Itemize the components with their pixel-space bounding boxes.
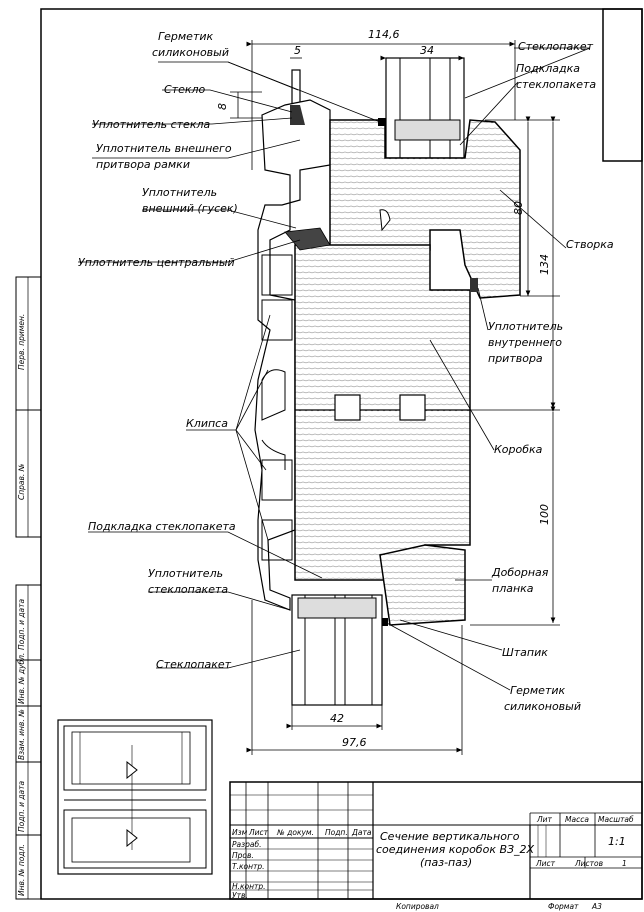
label-glass-pad-right-1: Подкладка [516, 62, 580, 75]
label-glass-unit-bottom: Стеклопакет [156, 658, 232, 671]
tb-sheet: Лист [535, 859, 556, 868]
label-extra-plank-1: Доборная [491, 566, 549, 579]
label-glass: Стекло [164, 83, 206, 96]
footer-copied: Копировал [396, 902, 439, 911]
dim-5: 5 [294, 44, 301, 57]
label-box: Коробка [494, 443, 543, 456]
inner-seal [470, 278, 478, 292]
dim-34: 34 [420, 44, 434, 57]
tb-mass: Масса [565, 815, 589, 824]
dim-80: 80 [512, 201, 525, 215]
strip-label-7: Инв. № подл. [17, 844, 26, 896]
cross-section [254, 57, 521, 706]
callout-labels: Герметик силиконовый Стекло Уплотнитель … [78, 30, 614, 713]
label-outer-seal-frame-2: притвора рамки [96, 158, 190, 171]
side-strip: Перв. примен. Справ. № Подп. и дата Инв.… [15, 276, 42, 900]
tb-sheets: Листов [574, 859, 603, 868]
label-outer-seal-frame-1: Уплотнитель внешнего [96, 142, 232, 155]
title-block [229, 781, 643, 900]
central-seal [284, 227, 331, 251]
label-clips: Клипса [186, 417, 228, 430]
dim-114-6: 114,6 [368, 28, 400, 41]
tb-header-doc: № докум. [276, 828, 314, 837]
tb-row-developed: Разраб. [232, 840, 261, 849]
label-sealant-top-2: силиконовый [152, 46, 229, 59]
footer: Копировал Формат A3 [396, 902, 602, 911]
dim-8: 8 [216, 103, 229, 110]
glass-seal [290, 105, 305, 125]
label-glass-unit-seal-2: стеклопакета [148, 583, 228, 596]
dim-134: 134 [538, 254, 551, 275]
dimension-values: 114,6 5 34 8 80 134 100 42 97,6 [216, 28, 551, 749]
tb-title-3: (паз-паз) [420, 856, 472, 869]
sealant-top [378, 118, 386, 126]
label-inner-seal-1: Уплотнитель [488, 320, 563, 333]
label-sealant-bottom-1: Герметик [510, 684, 566, 697]
arrow-down-icon [126, 760, 138, 780]
dim-42: 42 [330, 712, 344, 725]
tb-scale-value: 1:1 [608, 835, 626, 848]
label-sealant-top-1: Герметик [158, 30, 214, 43]
label-central-seal: Уплотнитель центральный [78, 256, 235, 269]
tb-title-1: Сечение вертикального [380, 830, 520, 843]
tb-row-tcontrol: Т.контр. [232, 862, 265, 871]
label-outer-seal-gusek-2: внешний (гусек) [142, 202, 238, 215]
glass-unit-top [385, 57, 465, 159]
strip-label-3: Подп. и дата [17, 599, 26, 650]
box-wood [294, 244, 471, 581]
footer-format: Формат [548, 902, 579, 911]
tb-header-list: Лист [248, 828, 269, 837]
strip-label-1: Перв. примен. [17, 314, 26, 370]
label-outer-seal-gusek-1: Уплотнитель [142, 186, 217, 199]
label-inner-seal-2: внутреннего [488, 336, 562, 349]
tb-title-2: соединения коробок ВЗ_2Х [376, 843, 535, 856]
strip-label-4: Инв. № дубл. [17, 653, 26, 704]
top-right-tab [602, 8, 643, 162]
label-sealant-bottom-2: силиконовый [504, 700, 581, 713]
arrow-up-icon [126, 828, 138, 848]
tb-header-date: Дата [351, 828, 372, 837]
tb-header-izm: Изм [232, 828, 248, 837]
extra-plank [379, 544, 466, 626]
tb-row-checked: Пров. [232, 851, 254, 860]
tb-sheets-value: 1 [622, 859, 627, 868]
tb-lit: Лит [536, 815, 553, 824]
footer-format-value: A3 [591, 902, 602, 911]
tb-header-sign: Подп. [325, 828, 348, 837]
tb-row-approved: Утв. [232, 891, 248, 900]
strip-label-6: Подп. и дата [17, 781, 26, 832]
dimension-lines [230, 40, 560, 755]
strip-label-2: Справ. № [17, 463, 26, 500]
strip-label-5: Взам. инв. № [17, 709, 26, 760]
tb-scale-label: Масштаб [598, 815, 634, 824]
label-glass-unit-top: Стеклопакет [518, 40, 594, 53]
label-bead: Штапик [502, 646, 548, 659]
label-extra-plank-2: планка [492, 582, 534, 595]
label-glass-unit-seal-1: Уплотнитель [148, 567, 223, 580]
label-sash: Створка [566, 238, 614, 251]
dim-100: 100 [538, 504, 551, 525]
schematic-inset [57, 719, 213, 875]
title-block-text: Изм Лист № докум. Подп. Дата Разраб. Про… [232, 815, 634, 900]
leader-lines [78, 47, 591, 691]
label-inner-seal-3: притвора [488, 352, 543, 365]
alu-profile [254, 99, 331, 611]
label-glass-pad-left: Подкладка стеклопакета [88, 520, 236, 533]
label-glass-seal: Уплотнитель стекла [92, 118, 210, 131]
dim-97-6: 97,6 [342, 736, 367, 749]
label-glass-pad-right-2: стеклопакета [516, 78, 596, 91]
tb-row-ncontrol: Н.контр. [232, 882, 266, 891]
